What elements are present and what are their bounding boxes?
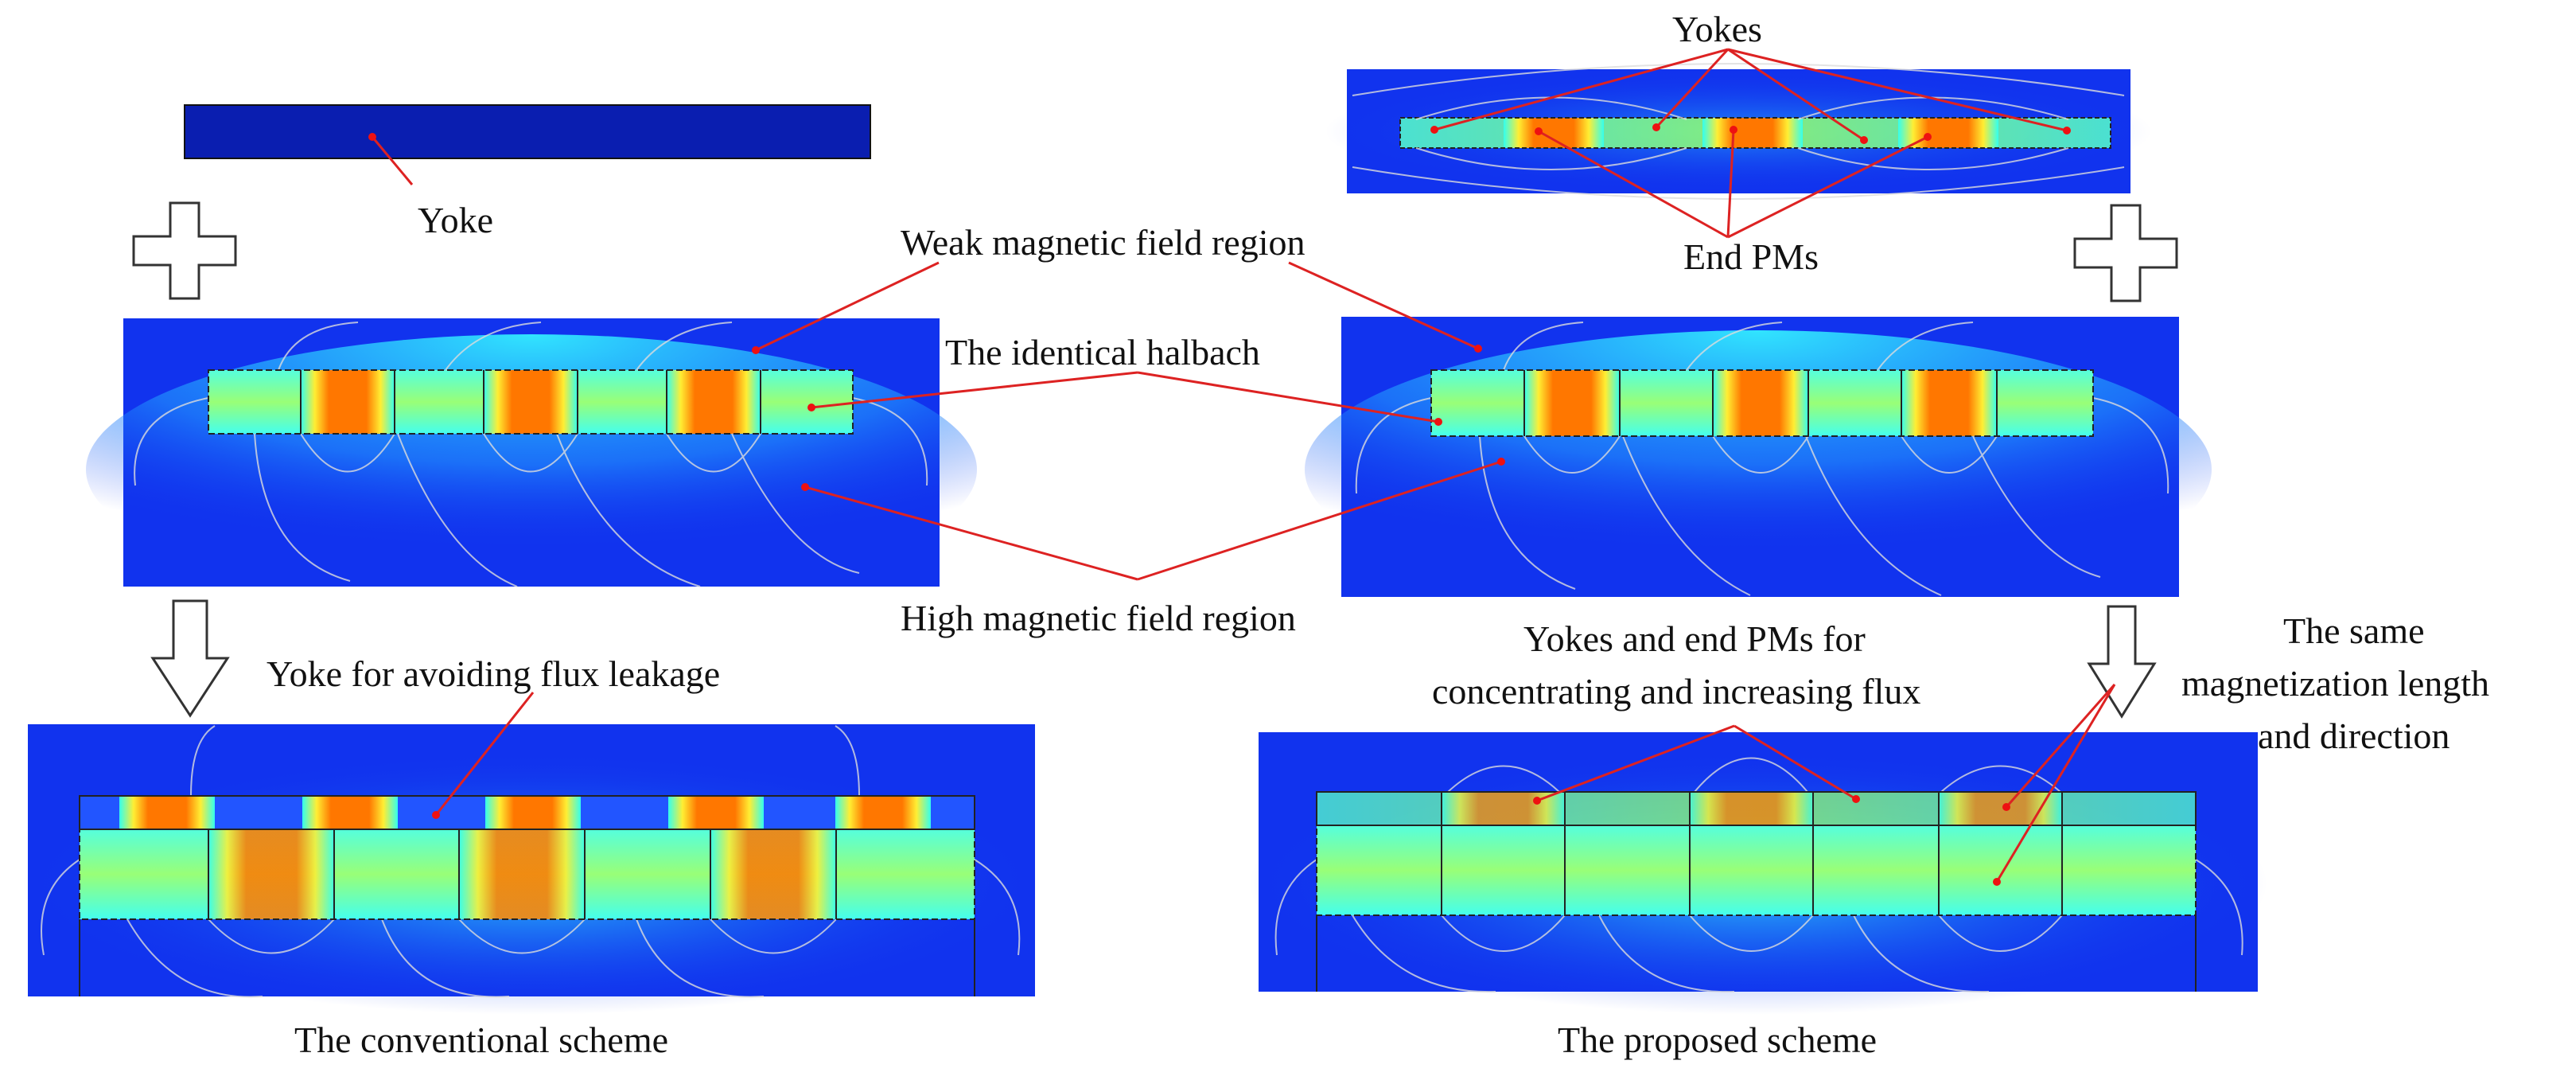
yokes-callout [1434,48,2068,239]
end-pms-label: End PMs [1683,236,1819,277]
yoke-label: Yoke [418,200,493,240]
conventional-caption: The conventional scheme [294,1020,668,1060]
halbach-field-left [86,318,977,605]
yoke-leakage-label: Yoke for avoiding flux leakage [267,653,720,694]
halbach-field-right [1305,317,2212,609]
same-mag-label-3: and direction [2258,716,2450,756]
region-callouts [755,261,1502,581]
conventional-scheme-field [22,724,1041,1015]
same-mag-label-2: magnetization length [2181,663,2489,704]
plus-icon [132,201,237,300]
yokes-end-pms-label-1: Yokes and end PMs for [1523,618,1866,659]
same-mag-label-1: The same [2283,610,2425,651]
yokes-end-pms-strip [1325,63,2152,200]
identical-halbach-label: The identical halbach [945,332,1260,372]
proposed-caption: The proposed scheme [1558,1020,1877,1060]
plus-icon [2073,204,2178,302]
yoke-bar-panel: Yoke [184,104,871,240]
down-arrow-icon [150,599,230,718]
weak-region-label: Weak magnetic field region [901,222,1305,263]
yokes-end-pms-label-2: concentrating and increasing flux [1432,671,1920,712]
high-region-label: High magnetic field region [901,598,1296,638]
down-arrow-icon [2087,605,2157,719]
proposed-scheme-field [1249,732,2267,1015]
yokes-label: Yokes [1672,9,1762,49]
